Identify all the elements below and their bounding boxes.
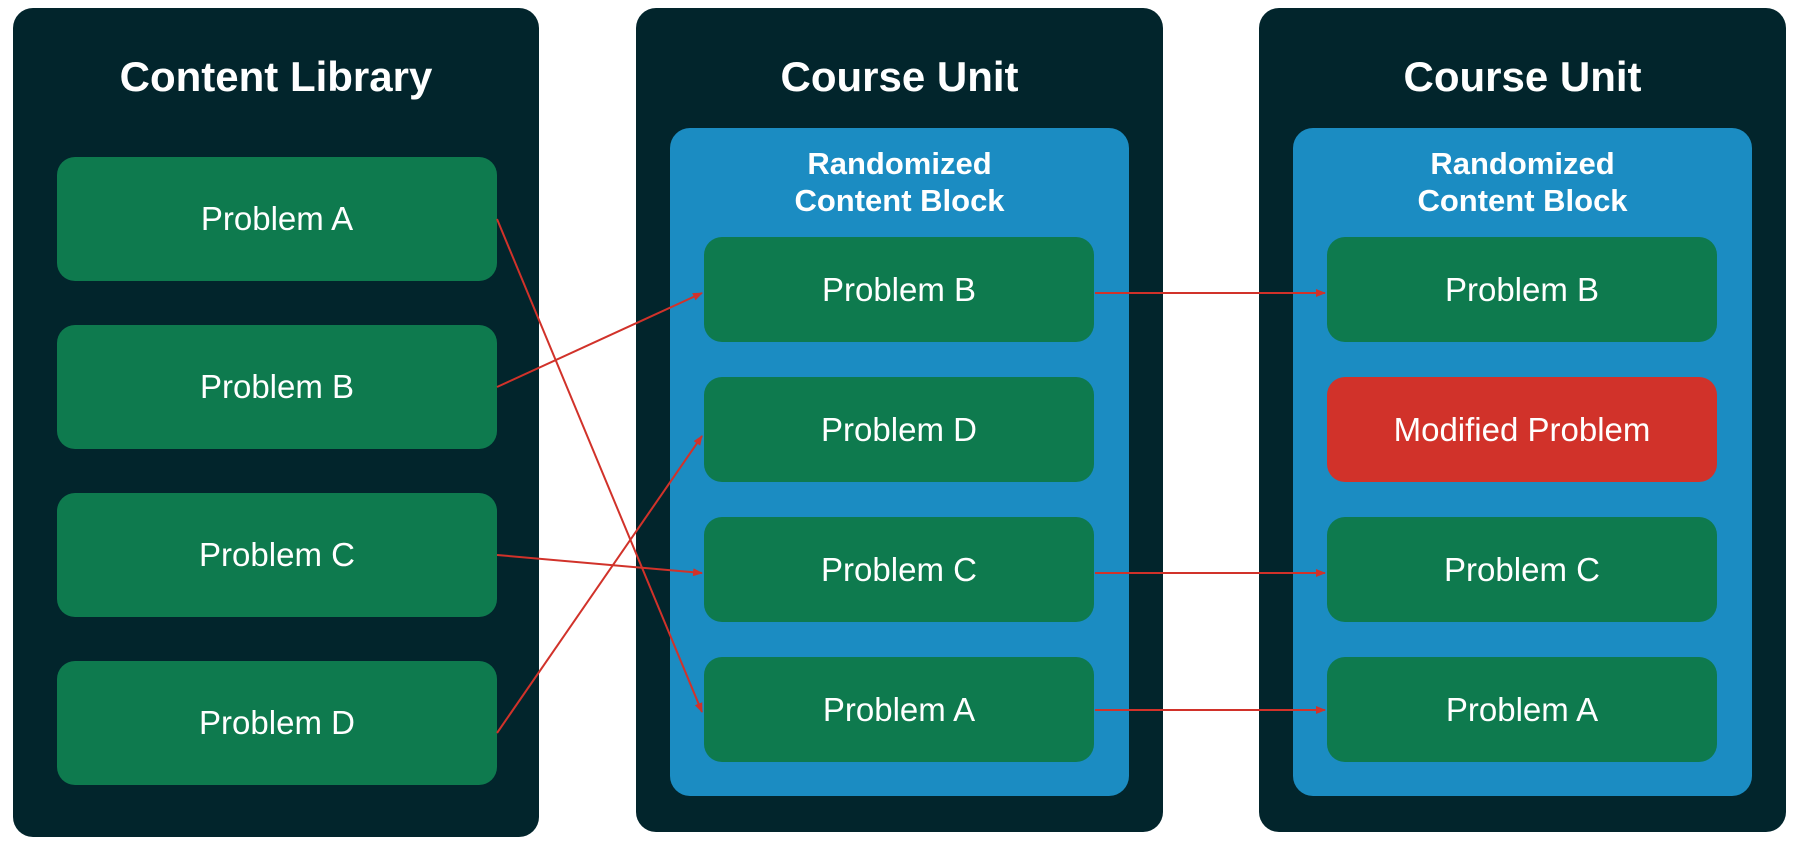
- library-problem-b-label: Problem B: [199, 368, 355, 405]
- unit1-problem-a-label: Problem A: [822, 690, 976, 728]
- block-1-title-line2: Content Block: [794, 183, 1005, 218]
- library-problem-a-label: Problem A: [200, 200, 354, 237]
- unit1-problem-d-label: Problem D: [821, 410, 977, 448]
- unit1-problem-a[interactable]: Problem A: [704, 657, 1094, 762]
- block-1-title-line1: Randomized: [807, 146, 992, 181]
- unit1-problem-b-label: Problem B: [821, 270, 977, 308]
- course-unit-1-title: Course Unit: [780, 53, 1019, 100]
- unit2-problem-c-label: Problem C: [1444, 550, 1600, 588]
- unit1-problem-c-label: Problem C: [821, 550, 977, 588]
- content-library-panel: Content Library Problem A Problem B Prob…: [13, 8, 539, 837]
- randomized-content-block-1: Randomized Content Block Problem B Probl…: [670, 128, 1129, 796]
- library-problem-b[interactable]: Problem B: [57, 325, 497, 449]
- library-problem-d[interactable]: Problem D: [57, 661, 497, 785]
- unit1-problem-d[interactable]: Problem D: [704, 377, 1094, 482]
- unit2-problem-b[interactable]: Problem B: [1327, 237, 1717, 342]
- course-unit-panel-1: Course Unit Randomized Content Block Pro…: [636, 8, 1163, 832]
- randomized-content-block-2: Randomized Content Block Problem B Modif…: [1293, 128, 1752, 796]
- course-unit-panel-2: Course Unit Randomized Content Block Pro…: [1259, 8, 1786, 832]
- unit2-problem-b-label: Problem B: [1444, 270, 1600, 308]
- block-2-title-line2: Content Block: [1417, 183, 1628, 218]
- block-2-title-line1: Randomized: [1430, 146, 1615, 181]
- library-problem-c[interactable]: Problem C: [57, 493, 497, 617]
- unit2-modified-problem[interactable]: Modified Problem: [1327, 377, 1717, 482]
- library-problem-d-label: Problem D: [199, 704, 355, 741]
- unit2-problem-a-label: Problem A: [1445, 690, 1599, 728]
- unit1-problem-c[interactable]: Problem C: [704, 517, 1094, 622]
- unit1-problem-b[interactable]: Problem B: [704, 237, 1094, 342]
- randomized-content-block-2-title: Randomized Content Block: [1293, 145, 1752, 219]
- unit2-problem-c[interactable]: Problem C: [1327, 517, 1717, 622]
- content-library-title: Content Library: [119, 53, 433, 100]
- library-problem-a[interactable]: Problem A: [57, 157, 497, 281]
- unit2-problem-a[interactable]: Problem A: [1327, 657, 1717, 762]
- randomized-content-block-1-title: Randomized Content Block: [670, 145, 1129, 219]
- course-unit-2-title: Course Unit: [1403, 53, 1642, 100]
- library-problem-c-label: Problem C: [199, 536, 355, 573]
- unit2-modified-problem-label: Modified Problem: [1393, 410, 1651, 448]
